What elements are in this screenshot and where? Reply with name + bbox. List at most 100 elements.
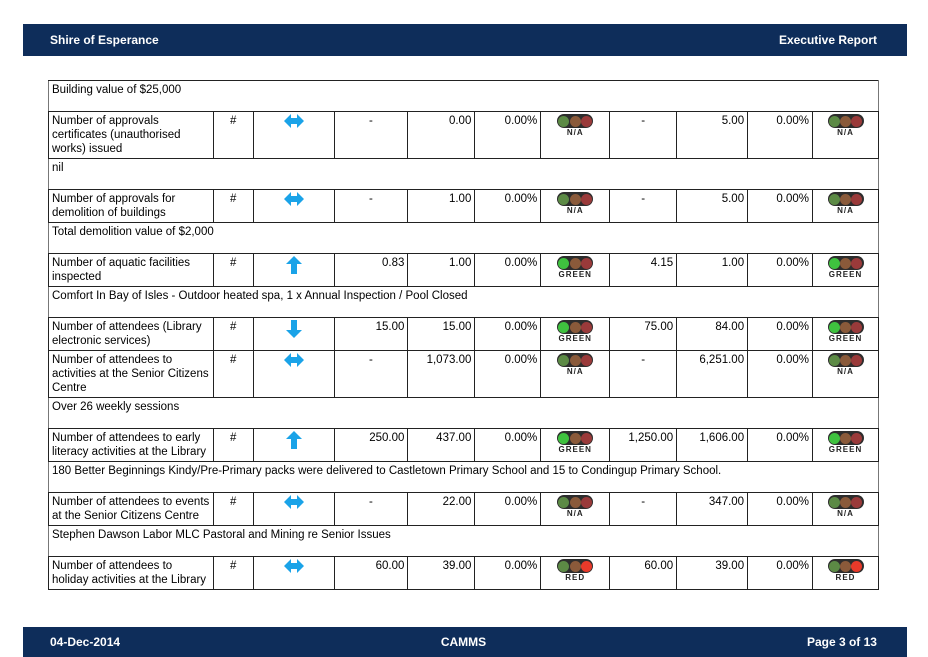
measure-name: Number of attendees to early literacy ac… xyxy=(48,428,214,462)
status-label: N/A xyxy=(566,128,584,137)
traffic-light-status: RED xyxy=(827,559,864,582)
ytd-variance: 0.00% xyxy=(747,189,814,223)
ytd-variance: 0.00% xyxy=(747,556,814,590)
ytd-actual: 1.00 xyxy=(676,253,749,287)
traffic-light-status: GREEN xyxy=(827,256,864,279)
ytd-variance: 0.00% xyxy=(747,428,814,462)
traffic-light-status: N/A xyxy=(827,353,864,376)
ytd-variance: 0.00% xyxy=(747,350,814,398)
period-actual: 15.00 xyxy=(407,317,476,351)
ytd-target: 75.00 xyxy=(609,317,678,351)
period-variance: 0.00% xyxy=(474,350,542,398)
period-actual: 1.00 xyxy=(407,189,476,223)
ytd-variance: 0.00% xyxy=(747,253,814,287)
table-row: Number of attendees to early literacy ac… xyxy=(48,428,879,462)
comment-text: Total demolition value of $2,000 xyxy=(48,222,879,254)
period-actual: 1,073.00 xyxy=(407,350,476,398)
up-arrow-icon xyxy=(285,256,302,277)
comment-row: nil xyxy=(48,158,879,190)
status-label: RED xyxy=(565,573,586,582)
period-target: - xyxy=(333,189,409,223)
ytd-target: - xyxy=(609,189,678,223)
ytd-actual: 6,251.00 xyxy=(676,350,749,398)
period-variance: 0.00% xyxy=(474,556,542,590)
both-arrow-icon xyxy=(283,559,304,576)
period-target: - xyxy=(333,492,409,526)
measure-name: Number of attendees to activities at the… xyxy=(48,350,214,398)
traffic-light-status: RED xyxy=(557,559,594,582)
down-arrow-icon xyxy=(285,320,302,341)
report-footer: 04-Dec-2014 CAMMS Page 3 of 13 xyxy=(23,627,907,657)
traffic-light-status: N/A xyxy=(557,353,594,376)
comment-text: Over 26 weekly sessions xyxy=(48,397,879,429)
ytd-actual: 1,606.00 xyxy=(676,428,749,462)
unit: # xyxy=(212,350,254,398)
table-row: Number of attendees to activities at the… xyxy=(48,350,879,398)
comment-row: 180 Better Beginnings Kindy/Pre-Primary … xyxy=(48,461,879,493)
period-actual: 0.00 xyxy=(407,111,476,159)
traffic-light-status: GREEN xyxy=(827,320,864,343)
up-arrow-icon xyxy=(285,431,302,452)
comment-text: Building value of $25,000 xyxy=(48,80,879,112)
measure-name: Number of attendees to holiday activitie… xyxy=(48,556,214,590)
period-target: 60.00 xyxy=(333,556,409,590)
ytd-variance: 0.00% xyxy=(747,111,814,159)
period-variance: 0.00% xyxy=(474,189,542,223)
table-row: Number of attendees (Library electronic … xyxy=(48,317,879,351)
status-label: N/A xyxy=(837,509,854,518)
comment-row: Comfort In Bay of Isles - Outdoor heated… xyxy=(48,286,879,318)
page-number: Page 3 of 13 xyxy=(806,635,877,649)
traffic-light-status: GREEN xyxy=(557,256,594,279)
app-name: CAMMS xyxy=(440,635,487,649)
status-label: N/A xyxy=(837,367,854,376)
period-target: 15.00 xyxy=(333,317,409,351)
table-row: Number of attendees to holiday activitie… xyxy=(48,556,879,590)
both-arrow-icon xyxy=(283,495,304,512)
status-label: N/A xyxy=(566,367,584,376)
ytd-actual: 347.00 xyxy=(676,492,749,526)
both-arrow-icon xyxy=(283,114,304,131)
ytd-target: 4.15 xyxy=(609,253,678,287)
report-title: Executive Report xyxy=(778,33,877,47)
unit: # xyxy=(212,492,254,526)
status-label: GREEN xyxy=(558,445,592,454)
measure-name: Number of attendees (Library electronic … xyxy=(48,317,214,351)
comment-row: Total demolition value of $2,000 xyxy=(48,222,879,254)
period-variance: 0.00% xyxy=(474,428,542,462)
both-arrow-icon xyxy=(283,192,304,209)
comment-text: Comfort In Bay of Isles - Outdoor heated… xyxy=(48,286,879,318)
ytd-target: - xyxy=(609,492,678,526)
ytd-target: 1,250.00 xyxy=(609,428,678,462)
status-label: GREEN xyxy=(828,334,863,343)
period-variance: 0.00% xyxy=(474,492,542,526)
status-label: N/A xyxy=(837,128,854,137)
period-actual: 22.00 xyxy=(407,492,476,526)
ytd-actual: 5.00 xyxy=(676,111,749,159)
table-row: Number of approvals for demolition of bu… xyxy=(48,189,879,223)
traffic-light-status: GREEN xyxy=(557,431,594,454)
traffic-light-status: N/A xyxy=(827,192,864,215)
ytd-actual: 84.00 xyxy=(676,317,749,351)
period-variance: 0.00% xyxy=(474,317,542,351)
status-label: GREEN xyxy=(558,334,592,343)
status-label: N/A xyxy=(837,206,854,215)
ytd-actual: 5.00 xyxy=(676,189,749,223)
table-row: Number of attendees to events at the Sen… xyxy=(48,492,879,526)
measure-name: Number of approvals certificates (unauth… xyxy=(48,111,214,159)
unit: # xyxy=(212,111,254,159)
status-label: RED xyxy=(835,573,856,582)
organisation-name: Shire of Esperance xyxy=(50,33,159,47)
ytd-target: - xyxy=(609,350,678,398)
comment-row: Stephen Dawson Labor MLC Pastoral and Mi… xyxy=(48,525,879,557)
table-row: Number of approvals certificates (unauth… xyxy=(48,111,879,159)
comment-text: nil xyxy=(48,158,879,190)
period-target: 250.00 xyxy=(333,428,409,462)
unit: # xyxy=(212,428,254,462)
status-label: GREEN xyxy=(828,270,863,279)
ytd-target: - xyxy=(609,111,678,159)
status-label: N/A xyxy=(566,509,584,518)
ytd-target: 60.00 xyxy=(609,556,678,590)
status-label: GREEN xyxy=(828,445,863,454)
period-variance: 0.00% xyxy=(474,111,542,159)
